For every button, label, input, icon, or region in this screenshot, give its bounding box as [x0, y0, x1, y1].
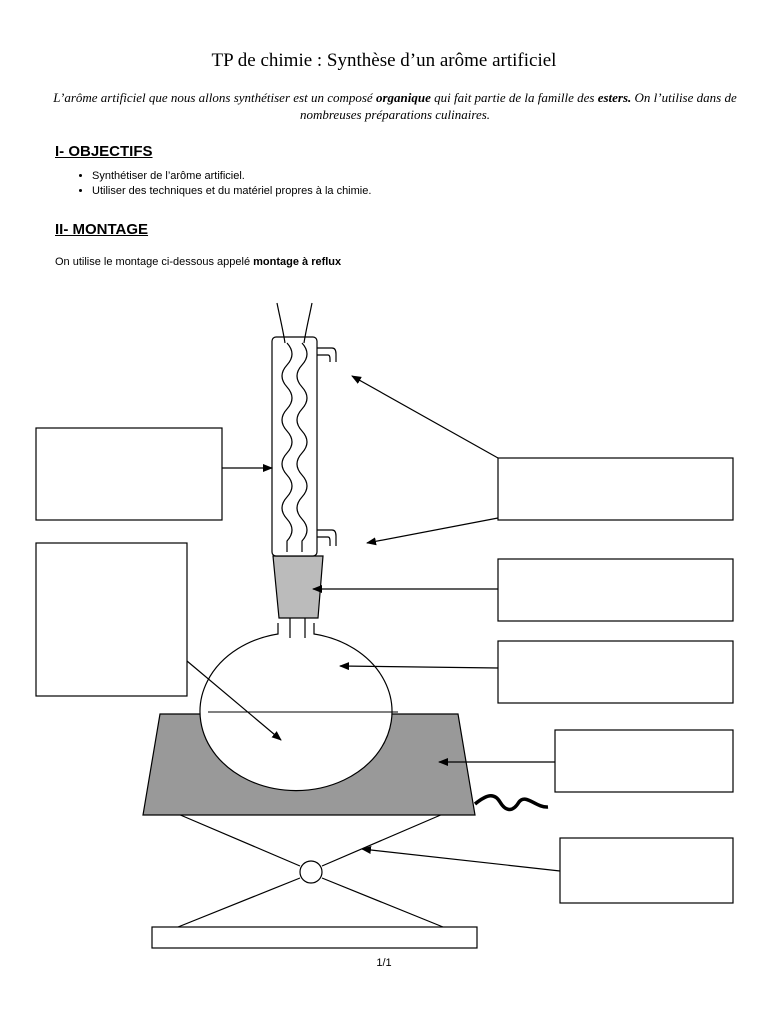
lab-jack-base [151, 926, 478, 949]
list-item: Synthétiser de l’arôme artificiel. [92, 169, 371, 184]
page-number: 1/1 [376, 957, 392, 969]
label-box-lab-jack[interactable] [559, 837, 734, 904]
arrow-water-outlet [351, 375, 499, 459]
label-box-water[interactable] [497, 457, 734, 521]
power-cable [473, 794, 549, 812]
condenser-inner-coil [281, 342, 293, 552]
lab-jack-arm [321, 877, 444, 928]
arrow-water-inlet [366, 517, 499, 546]
label-box-stopper[interactable] [497, 558, 734, 622]
lead-text: On utilise le montage ci-dessous appelé [55, 256, 254, 268]
condenser-jacket [271, 336, 318, 557]
arrow-mixture [186, 660, 282, 741]
arrow-flask [339, 662, 499, 671]
water-inlet-nozzle [317, 536, 331, 546]
intro-paragraph: L’arôme artificiel que nous allons synth… [50, 89, 740, 123]
lab-jack-arm [177, 877, 301, 928]
water-outlet-nozzle [317, 354, 331, 362]
water-outlet-nozzle [317, 347, 337, 362]
condenser-top-tube [276, 302, 286, 344]
round-bottom-flask [199, 623, 393, 792]
lead-bold-reflux: montage à reflux [253, 256, 342, 268]
intro-bold-organique: organique [375, 90, 431, 105]
arrow-lab-jack [361, 846, 561, 872]
water-inlet-nozzle [317, 529, 337, 546]
intro-text-2: qui fait partie de la famille des [430, 90, 598, 105]
page-title: TP de chimie : Synthèse d’un arôme artif… [211, 50, 557, 71]
lab-jack-arm [321, 813, 444, 867]
intro-bold-esters: esters. [597, 90, 632, 105]
lab-jack-arm [177, 813, 301, 867]
intro-text-3: On l’utilise dans de nombreuses préparat… [299, 90, 737, 122]
intro-text-1: L’arôme artificiel que nous allons synth… [53, 90, 376, 105]
label-box-heater[interactable] [554, 729, 734, 793]
montage-lead-text: On utilise le montage ci-dessous appelé … [55, 256, 341, 268]
stopper [272, 555, 324, 619]
section-heading-objectifs: I- OBJECTIFS [55, 143, 153, 160]
objectives-list: Synthétiser de l’arôme artificiel. Utili… [66, 169, 371, 199]
label-box-flask[interactable] [497, 640, 734, 704]
condenser-top-tube [303, 302, 313, 344]
section-heading-montage: II- MONTAGE [55, 221, 149, 238]
condenser-inner-coil [296, 342, 308, 552]
lab-jack-pivot [299, 860, 323, 884]
list-item: Utiliser des techniques et du matériel p… [92, 184, 371, 199]
label-box-condenser[interactable] [35, 427, 223, 521]
label-box-mixture[interactable] [35, 542, 188, 697]
